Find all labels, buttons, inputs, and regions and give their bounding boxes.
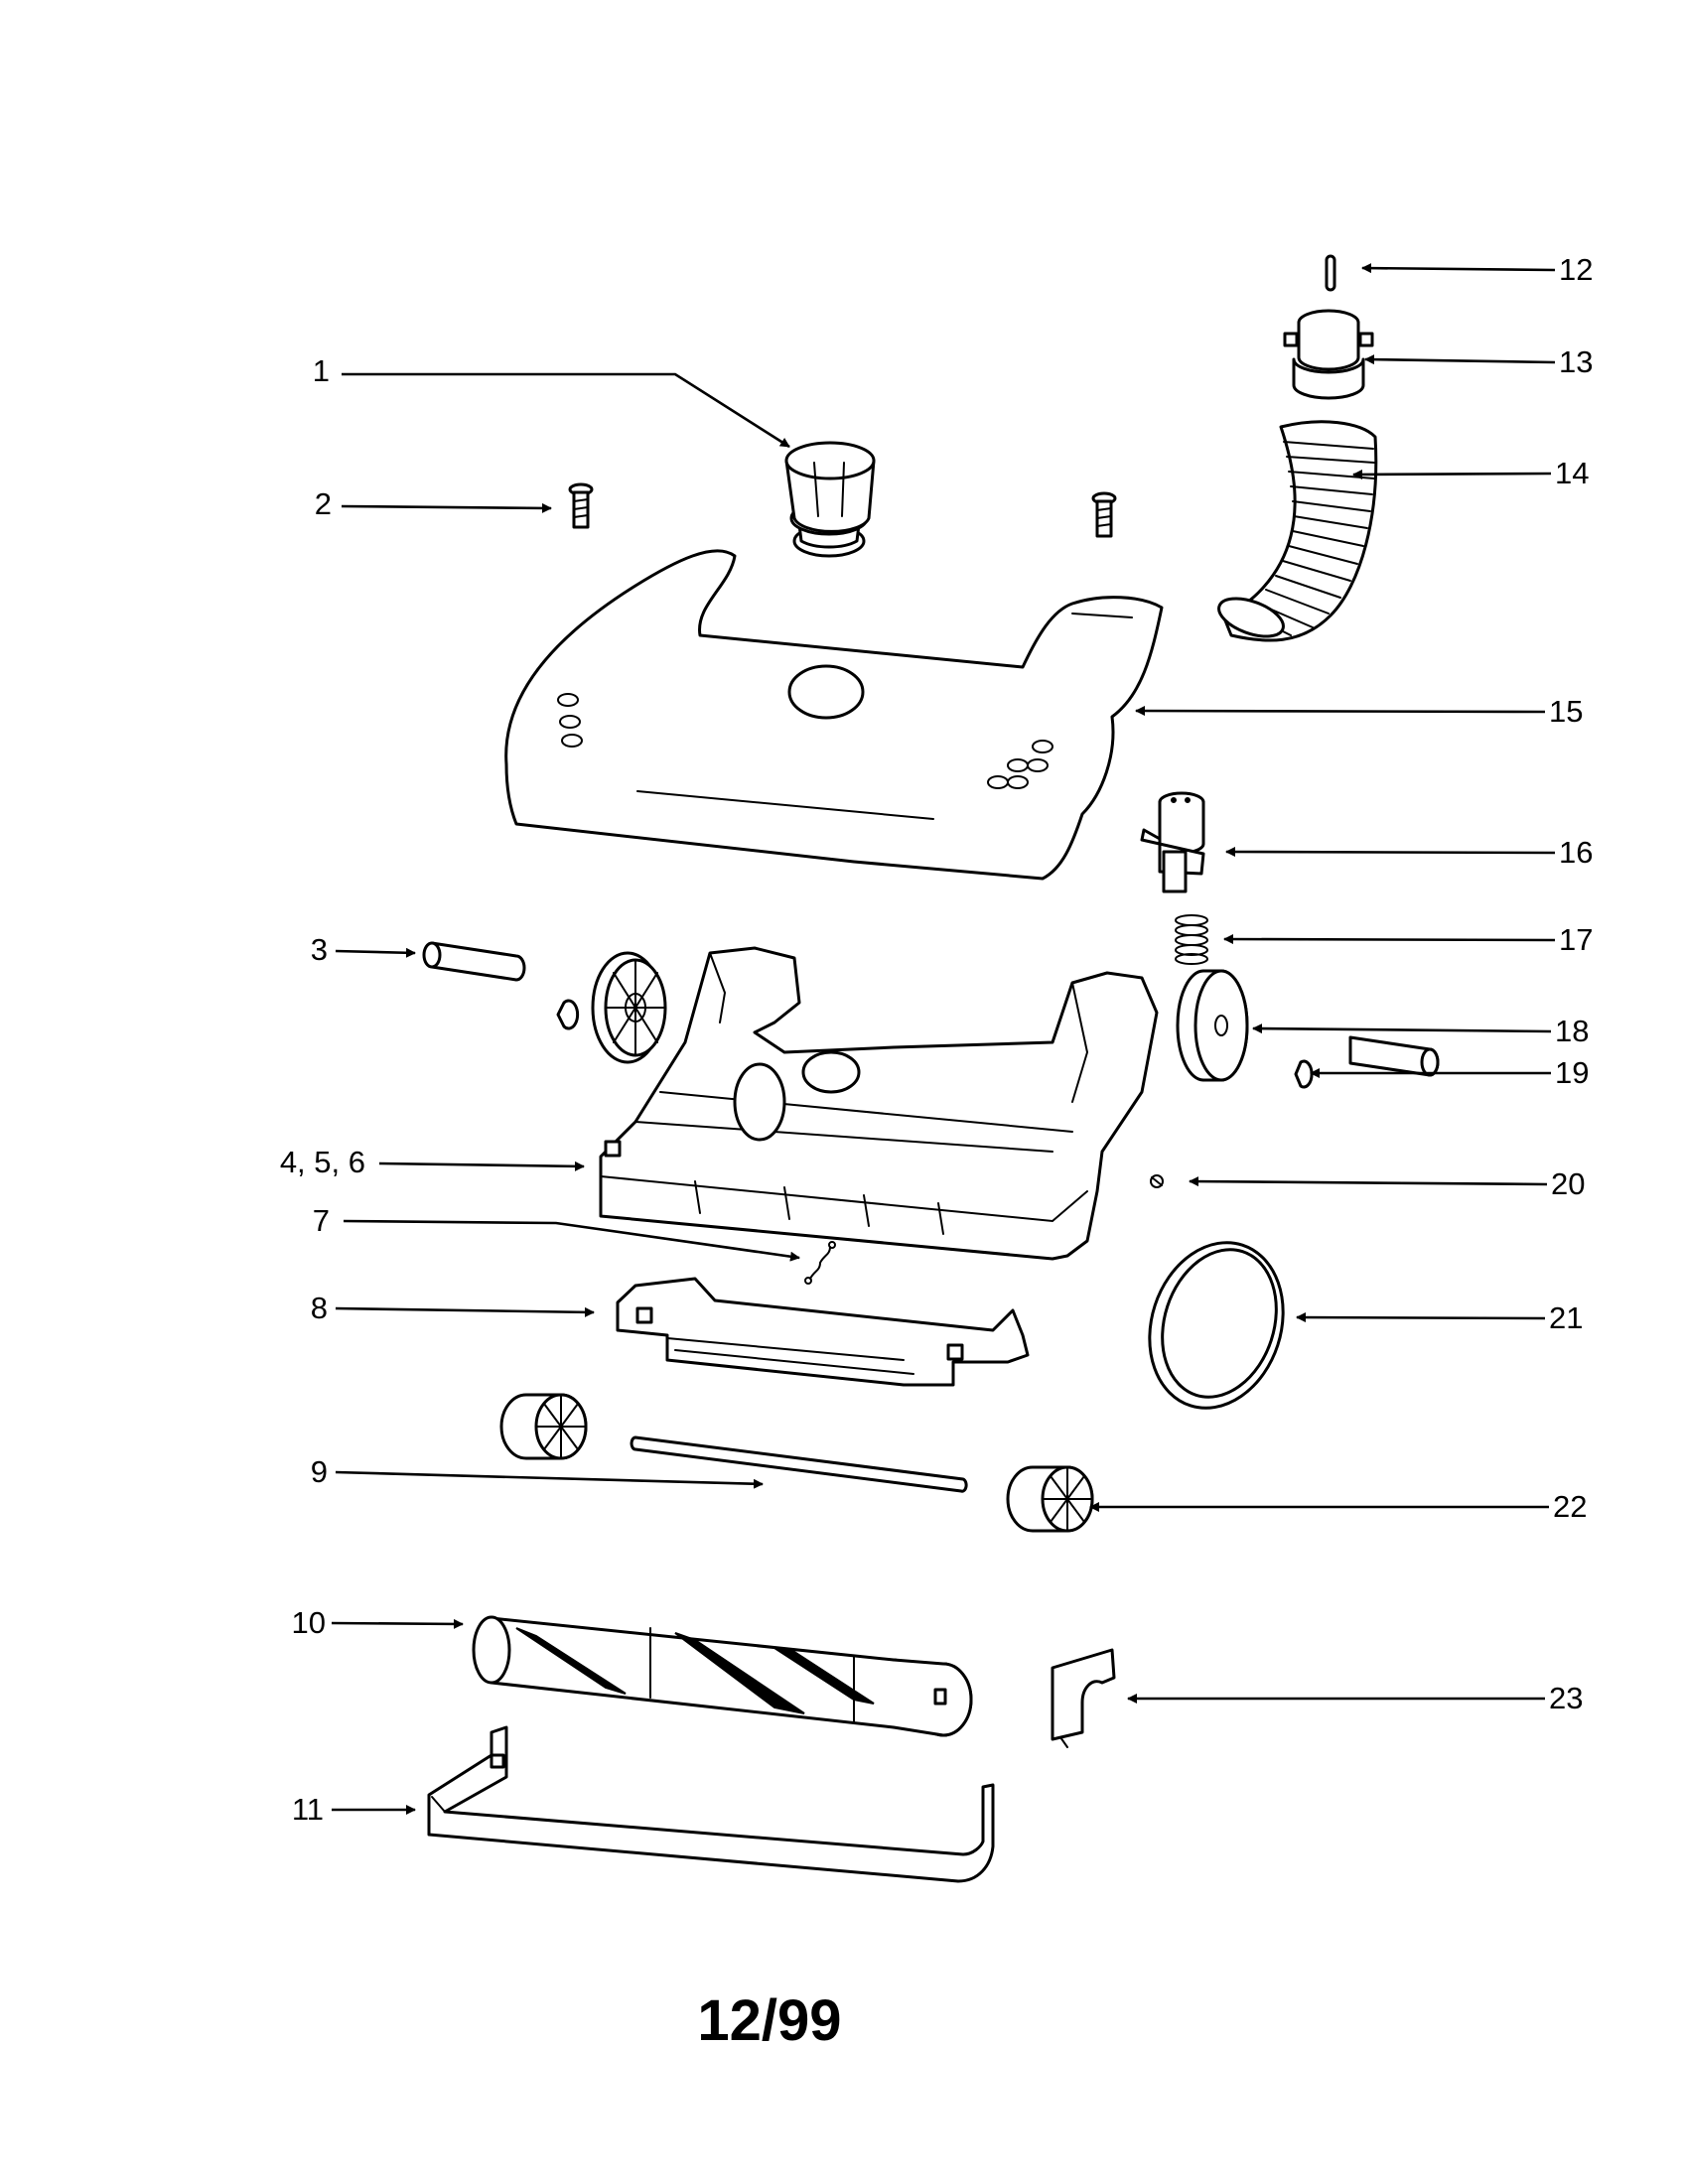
part-11-bumper: [427, 1725, 995, 1883]
leader-1: [342, 372, 790, 449]
part-1-hose-connector: [784, 441, 876, 558]
callout-labels: 1 2 3 4, 5, 6 7 8 9 10 11 12 13 14 15 16…: [280, 252, 1594, 1827]
leader-18: [1252, 1024, 1552, 1034]
callout-21: 21: [1549, 1300, 1583, 1335]
part-13-coupling: [1283, 309, 1374, 400]
leader-8: [335, 1306, 595, 1317]
wheel-left: [591, 951, 667, 1064]
leader-lines: [331, 263, 1556, 1815]
part-18-wheel: [1176, 969, 1249, 1082]
roller-end-cap-left: [499, 1393, 588, 1460]
callout-22: 22: [1553, 1489, 1587, 1524]
leader-15: [1135, 706, 1546, 717]
callout-23: 23: [1549, 1681, 1583, 1715]
part-16-actuator: [1140, 791, 1205, 893]
callout-7: 7: [313, 1203, 330, 1238]
part-10-brush-roll: [472, 1615, 973, 1737]
leader-3: [335, 947, 416, 958]
leader-17: [1223, 934, 1556, 945]
part-8-bottom-plate: [616, 1277, 1030, 1387]
callout-10: 10: [292, 1605, 326, 1640]
leader-13: [1364, 354, 1556, 365]
callout-1: 1: [313, 353, 330, 388]
callout-8: 8: [311, 1291, 328, 1325]
part-17-spring: [1175, 914, 1208, 965]
callout-2: 2: [315, 486, 332, 521]
leader-21: [1296, 1312, 1546, 1323]
part-15-hood-cover: [504, 549, 1164, 881]
leader-12: [1361, 263, 1556, 274]
leader-20: [1189, 1176, 1548, 1187]
part-7-spring: [804, 1241, 836, 1285]
leader-2: [341, 502, 552, 513]
callout-14: 14: [1555, 456, 1589, 490]
callout-20: 20: [1551, 1166, 1585, 1201]
part-23-bracket: [1051, 1648, 1116, 1748]
leader-14: [1352, 469, 1552, 479]
part-20-screw: [1150, 1174, 1164, 1188]
part-4-5-6-base-housing: [599, 946, 1159, 1261]
callout-12: 12: [1559, 252, 1593, 287]
callout-3: 3: [311, 932, 328, 967]
part-2-screws: [568, 482, 1117, 538]
date-code: 12/99: [697, 1988, 841, 2053]
callout-9: 9: [311, 1454, 328, 1489]
retaining-clips: [556, 999, 1314, 1089]
part-14-corrugated-hose: [1217, 420, 1378, 642]
callout-17: 17: [1559, 922, 1593, 957]
part-3-axles: [422, 941, 1440, 1077]
leader-9: [335, 1470, 764, 1489]
part-9-shaft: [630, 1435, 968, 1493]
callout-19: 19: [1555, 1055, 1589, 1090]
part-21-belt: [1148, 1241, 1285, 1410]
leader-16: [1225, 847, 1556, 858]
callout-11: 11: [292, 1792, 324, 1827]
callout-18: 18: [1555, 1014, 1589, 1048]
leader-10: [331, 1618, 464, 1629]
part-12-pin: [1325, 254, 1336, 292]
callout-15: 15: [1549, 694, 1583, 729]
part-22-roller-end-cap: [1006, 1465, 1094, 1533]
callout-4-5-6: 4, 5, 6: [280, 1145, 365, 1179]
leader-456: [378, 1160, 585, 1171]
callout-16: 16: [1559, 835, 1593, 870]
callout-13: 13: [1559, 344, 1593, 379]
leader-7: [343, 1219, 800, 1262]
